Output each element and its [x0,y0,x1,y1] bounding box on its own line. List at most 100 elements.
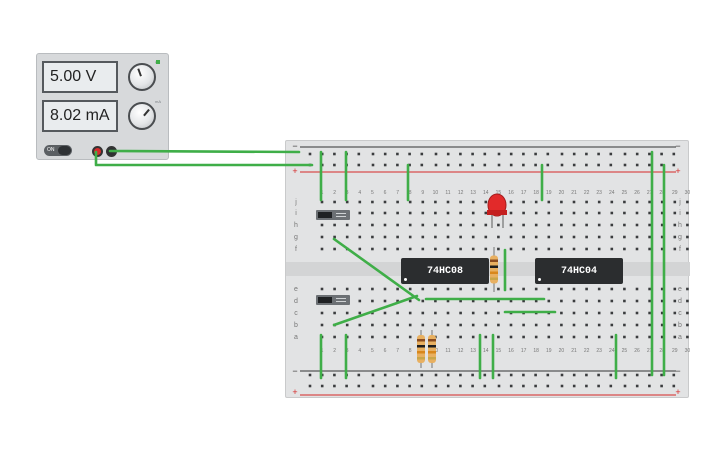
rail-hole[interactable] [383,163,387,167]
terminal-hole[interactable] [383,287,387,291]
terminal-hole[interactable] [484,223,488,227]
chip-74hc08[interactable]: 74HC08 [401,258,489,284]
terminal-hole[interactable] [446,211,450,215]
terminal-hole[interactable] [396,247,399,251]
terminal-hole[interactable] [345,311,349,315]
terminal-hole[interactable] [408,211,412,215]
rail-hole[interactable] [396,384,399,388]
rail-hole[interactable] [446,163,450,167]
terminal-hole[interactable] [635,223,639,227]
terminal-hole[interactable] [534,211,538,215]
terminal-hole[interactable] [547,235,551,239]
rail-hole[interactable] [333,384,336,388]
terminal-hole[interactable] [585,323,588,327]
rail-hole[interactable] [648,384,651,388]
terminal-hole[interactable] [686,235,689,239]
terminal-hole[interactable] [434,235,437,239]
terminal-hole[interactable] [358,211,362,215]
rail-hole[interactable] [371,384,375,388]
terminal-hole[interactable] [421,287,425,291]
rail-hole[interactable] [522,373,525,377]
rail-hole[interactable] [585,163,588,167]
terminal-hole[interactable] [471,299,475,303]
terminal-hole[interactable] [497,247,500,251]
rail-hole[interactable] [471,152,474,156]
terminal-hole[interactable] [383,299,387,303]
terminal-hole[interactable] [610,323,614,327]
terminal-hole[interactable] [648,223,651,227]
terminal-hole[interactable] [585,223,588,227]
rail-hole[interactable] [572,163,576,167]
rail-hole[interactable] [357,384,361,388]
terminal-hole[interactable] [673,211,677,215]
terminal-hole[interactable] [572,323,576,327]
terminal-hole[interactable] [434,299,437,303]
terminal-hole[interactable] [585,287,588,291]
power-supply[interactable]: 5.00 V 8.02 mA V mA ON [36,53,169,160]
terminal-hole[interactable] [459,335,462,339]
terminal-hole[interactable] [623,247,626,251]
rail-hole[interactable] [585,384,588,388]
terminal-hole[interactable] [446,235,450,239]
rail-hole[interactable] [371,373,375,377]
terminal-hole[interactable] [585,311,588,315]
terminal-hole[interactable] [421,211,425,215]
terminal-hole[interactable] [459,223,462,227]
terminal-hole[interactable] [623,211,626,215]
rail-hole[interactable] [357,163,361,167]
rail-hole[interactable] [672,152,676,156]
rail-hole[interactable] [357,373,361,377]
terminal-hole[interactable] [421,200,425,204]
terminal-hole[interactable] [484,311,488,315]
terminal-hole[interactable] [446,311,450,315]
terminal-hole[interactable] [597,200,601,204]
rail-hole[interactable] [483,163,487,167]
rail-hole[interactable] [585,152,588,156]
terminal-hole[interactable] [497,235,500,239]
terminal-hole[interactable] [585,211,588,215]
terminal-hole[interactable] [522,200,525,204]
terminal-hole[interactable] [408,323,412,327]
terminal-hole[interactable] [421,223,425,227]
rail-hole[interactable] [497,152,501,156]
terminal-hole[interactable] [509,335,513,339]
rail-hole[interactable] [534,163,537,167]
terminal-hole[interactable] [459,247,462,251]
terminal-hole[interactable] [623,287,626,291]
rail-hole[interactable] [459,384,462,388]
terminal-hole[interactable] [459,311,462,315]
terminal-hole[interactable] [572,200,576,204]
terminal-hole[interactable] [597,235,601,239]
rail-hole[interactable] [623,163,627,167]
terminal-hole[interactable] [459,200,462,204]
terminal-hole[interactable] [673,200,677,204]
rail-hole[interactable] [609,163,613,167]
terminal-hole[interactable] [471,235,475,239]
terminal-hole[interactable] [434,311,437,315]
terminal-hole[interactable] [610,311,614,315]
terminal-hole[interactable] [585,299,588,303]
terminal-hole[interactable] [686,323,689,327]
terminal-hole[interactable] [547,211,551,215]
terminal-hole[interactable] [686,247,689,251]
rail-hole[interactable] [420,163,424,167]
terminal-hole[interactable] [660,200,664,204]
rail-hole[interactable] [396,152,399,156]
terminal-hole[interactable] [371,200,374,204]
terminal-hole[interactable] [396,223,399,227]
terminal-hole[interactable] [320,247,324,251]
rail-hole[interactable] [434,384,438,388]
terminal-hole[interactable] [471,223,475,227]
terminal-hole[interactable] [471,247,475,251]
terminal-hole[interactable] [547,223,551,227]
rail-hole[interactable] [434,152,438,156]
terminal-hole[interactable] [484,335,488,339]
terminal-hole[interactable] [686,299,689,303]
terminal-hole[interactable] [459,235,462,239]
terminal-hole[interactable] [333,287,336,291]
rail-hole[interactable] [459,152,462,156]
rail-hole[interactable] [672,384,676,388]
terminal-hole[interactable] [484,287,488,291]
rail-hole[interactable] [371,163,375,167]
terminal-hole[interactable] [572,311,576,315]
